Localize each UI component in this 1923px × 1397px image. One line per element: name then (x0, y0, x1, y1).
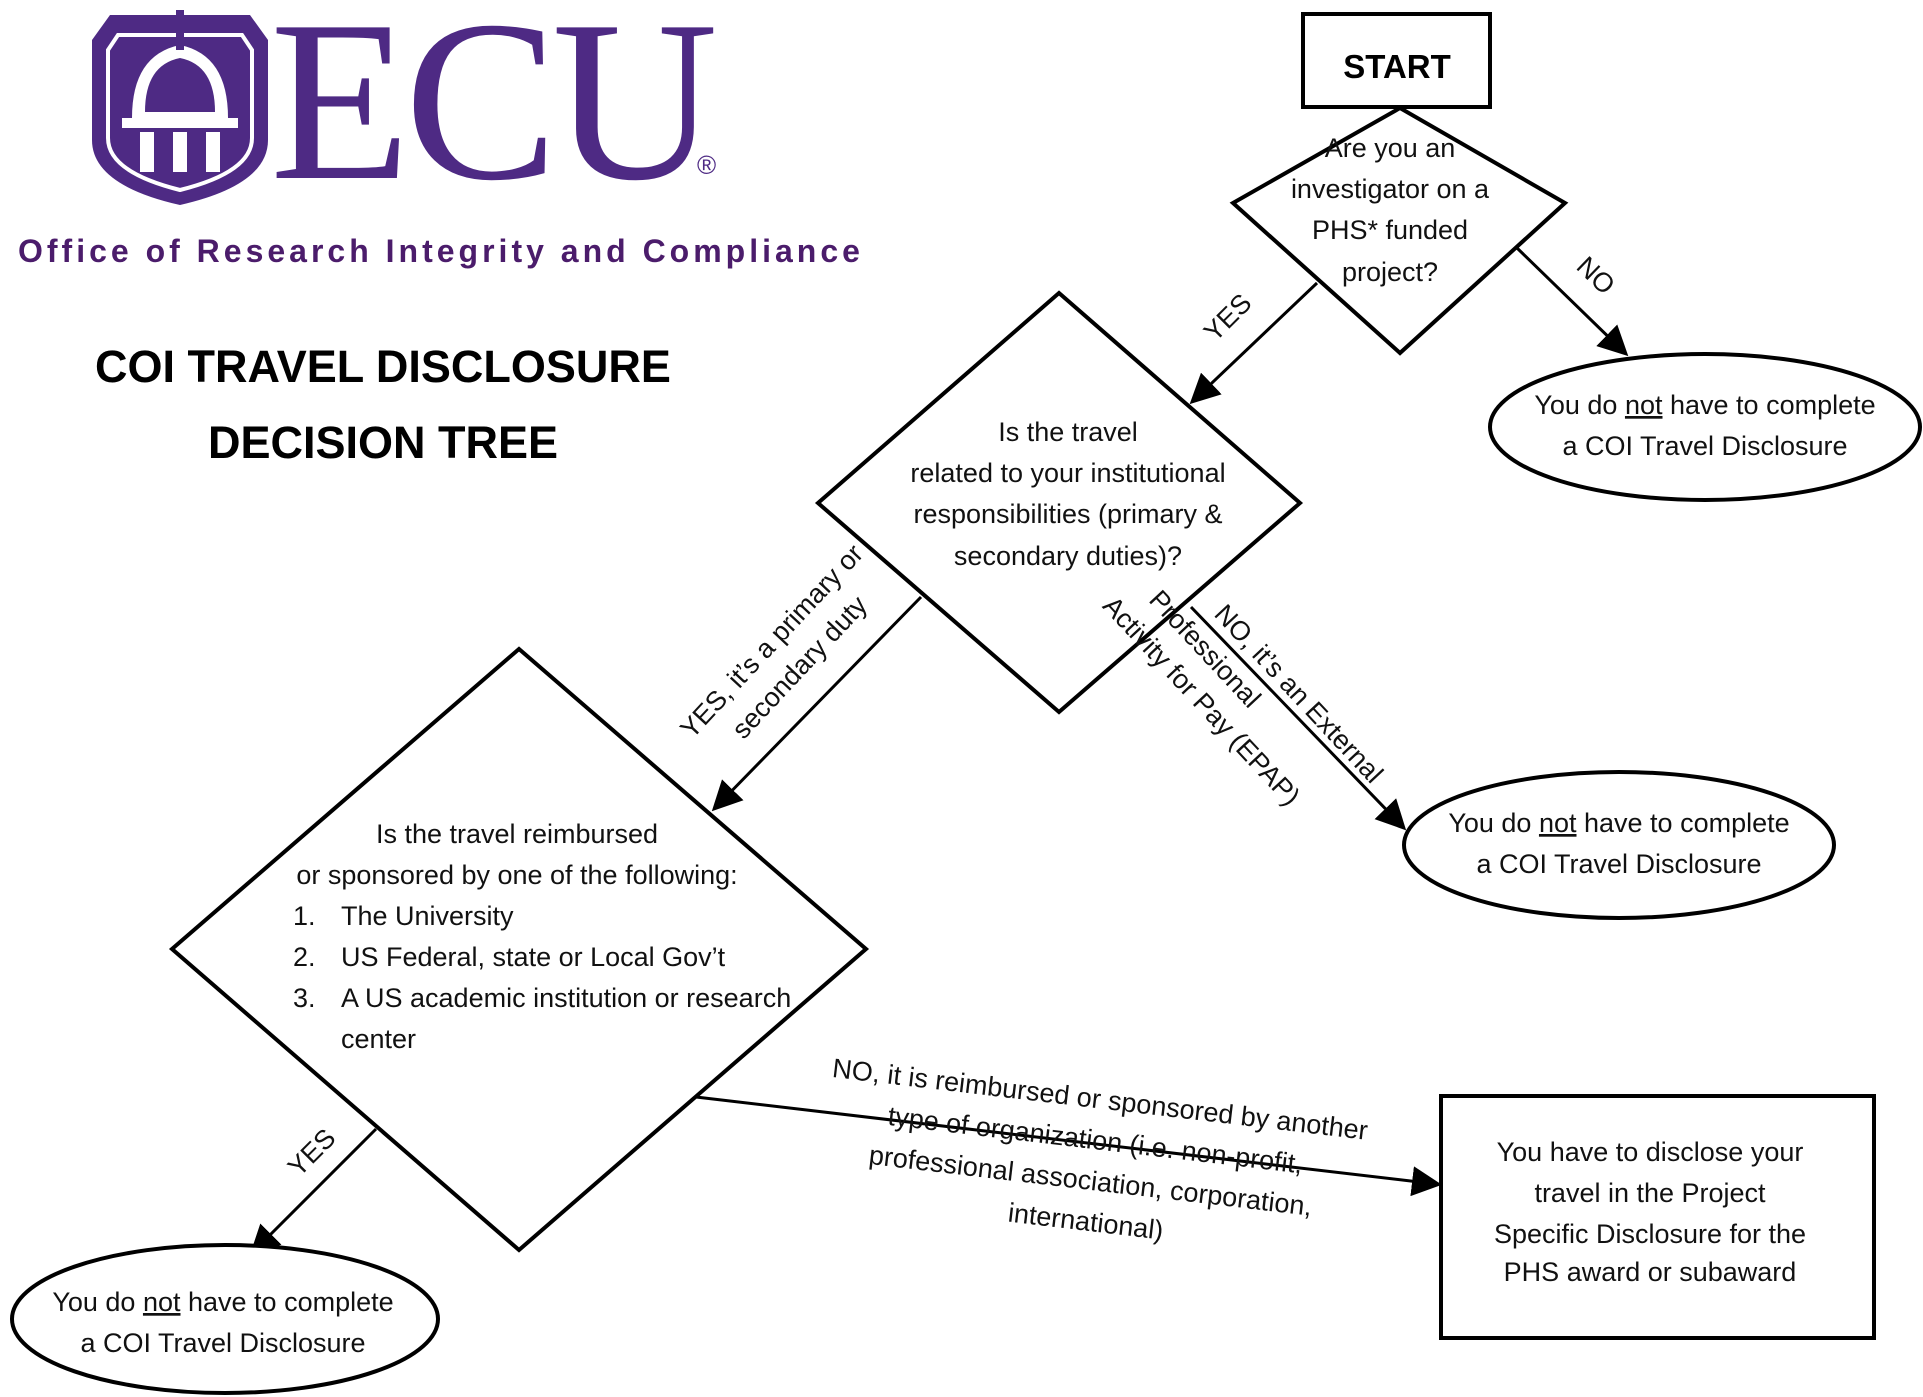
q2-line: secondary duties)? (954, 541, 1182, 571)
q2-line: related to your institutional (910, 458, 1225, 488)
q3-item-number: 3. (293, 983, 316, 1013)
registered-mark: ® (697, 150, 716, 180)
q1-line: Are you an (1325, 133, 1456, 163)
edge-q3-no-label: NO, it is reimbursed or sponsored by ano… (831, 1053, 1370, 1246)
disclose-line: You have to disclose your (1497, 1137, 1804, 1167)
outcome-no-disclosure-top: You do not have to complete a COI Travel… (1488, 352, 1922, 502)
page-title-line1: COI TRAVEL DISCLOSURE (95, 341, 671, 392)
outcome-no-disclosure-bottom: You do not have to complete a COI Travel… (10, 1243, 440, 1395)
edge-q3-yes-arrow (249, 1127, 378, 1256)
outcome-line2: a COI Travel Disclosure (1562, 431, 1847, 461)
outcome-line2: a COI Travel Disclosure (80, 1328, 365, 1358)
start-label: START (1343, 48, 1451, 85)
edge-q3-no-arrow (695, 1095, 1442, 1197)
q3-item-text: US Federal, state or Local Gov’t (341, 942, 726, 972)
outcome-line2: a COI Travel Disclosure (1476, 849, 1761, 879)
outcome-disclose-box: You have to disclose your travel in the … (1439, 1094, 1876, 1340)
outcome-no-disclosure-mid: You do not have to complete a COI Travel… (1402, 770, 1836, 920)
question-phs-investigator: Are you an investigator on a PHS* funded… (1229, 105, 1569, 356)
q3-item-number: 2. (293, 942, 316, 972)
office-name: Office of Research Integrity and Complia… (18, 233, 864, 269)
disclose-line: PHS award or subaward (1504, 1257, 1797, 1287)
q3-item-text: A US academic institution or research (341, 983, 791, 1013)
outcome-line1: You do not have to complete (1448, 808, 1789, 838)
edge-q3-no-line: international) (1007, 1198, 1166, 1246)
q3-item-number: 1. (293, 901, 316, 931)
logo-wordmark: ECU (270, 0, 714, 228)
q3-item-text: The University (341, 901, 514, 931)
outcome-line1: You do not have to complete (1534, 390, 1875, 420)
page-title-line2: DECISION TREE (208, 417, 558, 468)
question-institutional-responsibilities: Is the travel related to your institutio… (814, 290, 1304, 715)
q1-line: investigator on a (1291, 174, 1490, 204)
emphasis-not: not (1625, 390, 1663, 420)
edge-q1-yes-arrow (1189, 281, 1319, 405)
disclose-line: Specific Disclosure for the (1494, 1219, 1806, 1249)
emphasis-not: not (143, 1287, 181, 1317)
q3-item-text-continued: center (341, 1024, 416, 1054)
start-node: START (1301, 12, 1492, 109)
edge-q2-no-arrow (1189, 605, 1407, 831)
edge-q1-no-label: NO (1571, 251, 1621, 301)
outcome-line1: You do not have to complete (52, 1287, 393, 1317)
edge-q2-yes-arrow (711, 595, 923, 812)
question-sponsor-type: Is the travel reimbursed or sponsored by… (168, 646, 870, 1253)
shield-dome-icon (92, 10, 268, 205)
edge-q1-yes-label: YES (1198, 288, 1257, 347)
disclose-line: travel in the Project (1534, 1178, 1766, 1208)
q1-line: project? (1342, 257, 1438, 287)
emphasis-not: not (1539, 808, 1577, 838)
q2-line: responsibilities (primary & (913, 499, 1222, 529)
q3-intro-line: or sponsored by one of the following: (296, 860, 737, 890)
q2-line: Is the travel (998, 417, 1138, 447)
q3-intro-line: Is the travel reimbursed (376, 819, 658, 849)
edge-q1-no-arrow (1515, 246, 1629, 357)
ecu-logo: ECU ® (92, 0, 720, 228)
q1-line: PHS* funded (1312, 215, 1468, 245)
